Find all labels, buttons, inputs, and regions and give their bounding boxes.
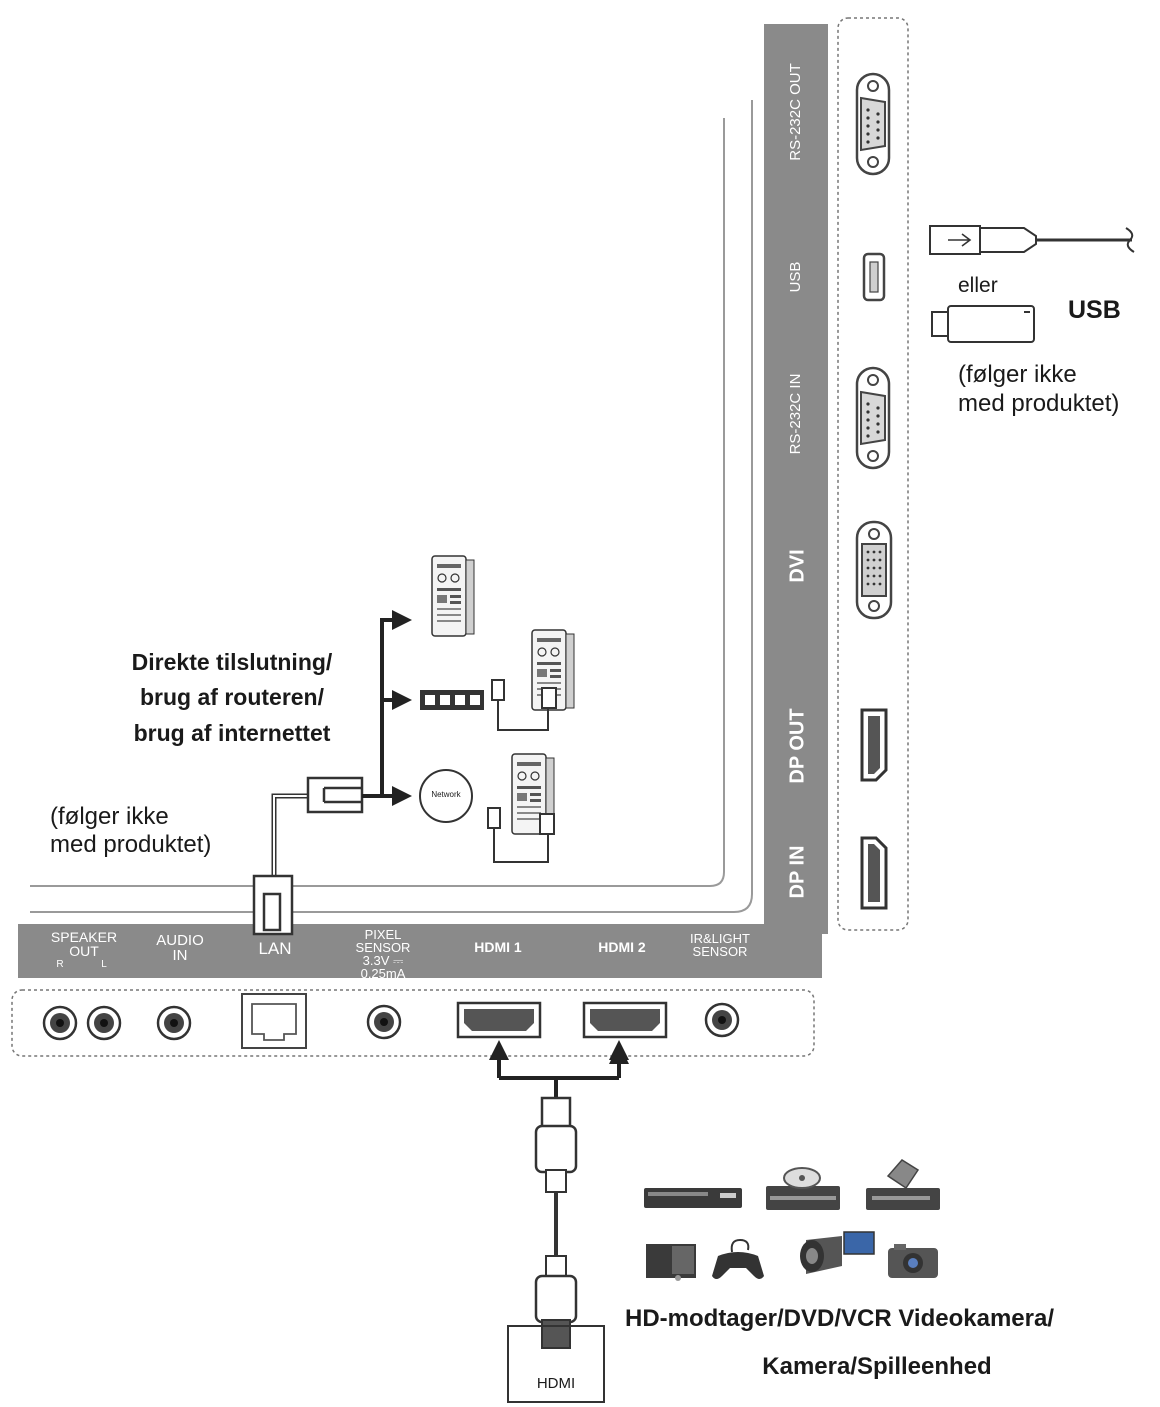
usb-title: USB	[1068, 296, 1121, 324]
speaker-out-label: SPEAKER OUT	[50, 929, 118, 959]
rs232c-in-port-icon[interactable]	[855, 366, 891, 470]
usb-port-icon[interactable]	[862, 252, 886, 302]
lan-plug-icon	[491, 679, 557, 731]
network-cloud-icon	[419, 769, 473, 823]
hdmi-cable-icon	[507, 1096, 605, 1403]
usb-cable-icon	[929, 225, 1135, 255]
audio-in-label: AUDIO IN	[156, 932, 204, 964]
ir-light-sensor-jack-icon[interactable]	[704, 1002, 740, 1038]
camera-icon	[888, 1244, 938, 1278]
pixel-sensor-jack-icon[interactable]	[366, 1004, 402, 1040]
dp-out-port-icon[interactable]	[860, 708, 888, 782]
devices-line2: Kamera/Spilleenhed	[762, 1353, 992, 1380]
hdmi2-label: HDMI 2	[598, 939, 646, 955]
lan-note-line1: (følger ikke	[50, 803, 169, 830]
speaker-out-l-label: L	[101, 959, 107, 970]
set-top-box-icon	[644, 1188, 742, 1208]
dp-in-port-icon[interactable]	[860, 836, 888, 910]
network-hub-icon	[420, 690, 484, 710]
network-label: Network	[431, 790, 461, 799]
camcorder-icon	[800, 1231, 875, 1274]
lan-cable-icon	[252, 776, 364, 936]
hdmi2-port-icon[interactable]	[582, 1001, 668, 1039]
lan-heading-line2: brug af routeren/	[139, 684, 324, 710]
usb-label: USB	[787, 261, 805, 293]
pc-tower-icon	[431, 555, 475, 637]
speaker-out-l-jack-icon[interactable]	[86, 1005, 122, 1041]
hdmi-cable-label: HDMI	[536, 1375, 576, 1392]
usb-note-line2: med produktet)	[958, 390, 1120, 417]
speaker-out-r-jack-icon[interactable]	[42, 1005, 78, 1041]
rs232c-in-label: RS-232C IN	[787, 373, 805, 455]
hdmi1-label: HDMI 1	[474, 939, 522, 955]
rs232c-out-label: RS-232C OUT	[787, 63, 805, 161]
lan-note-line2: med produktet)	[50, 831, 212, 858]
rs232c-out-port-icon[interactable]	[855, 72, 891, 176]
lan-heading-line1: Direkte tilslutning/	[131, 649, 333, 675]
dvi-label: DVI	[786, 549, 809, 583]
lan-plug-icon	[487, 807, 555, 863]
dp-in-label: DP IN	[786, 845, 809, 899]
hdmi1-port-icon[interactable]	[456, 1001, 542, 1039]
usb-note-line1: (følger ikke	[958, 361, 1077, 388]
pixel-sensor-label: PIXEL SENSOR 3.3V ⎓ 0.25mA	[355, 927, 411, 981]
lan-branch-arrows	[362, 610, 412, 806]
dp-out-label: DP OUT	[786, 708, 809, 784]
lan-heading-line3: brug af internettet	[133, 720, 331, 746]
gamepad-icon	[712, 1238, 764, 1279]
usb-or-text: eller	[958, 274, 998, 297]
speaker-out-r-label: R	[56, 959, 64, 970]
vcr-icon	[866, 1159, 940, 1210]
devices-line1: HD-modtager/DVD/VCR Videokamera/	[625, 1305, 1054, 1332]
bottom-panel	[11, 924, 822, 1057]
monitor-outline	[30, 100, 753, 913]
usb-stick-icon	[931, 305, 1035, 343]
lan-rj45-port-icon[interactable]	[241, 993, 307, 1049]
lan-label: LAN	[258, 939, 292, 958]
dvd-player-icon	[766, 1167, 840, 1210]
audio-in-jack-icon[interactable]	[156, 1005, 192, 1041]
dvi-port-icon[interactable]	[855, 520, 893, 620]
ir-light-sensor-label: IR&LIGHT SENSOR	[690, 931, 750, 959]
side-panel	[764, 17, 909, 934]
pc-icon	[646, 1244, 696, 1281]
hdmi-arrows	[489, 1044, 619, 1100]
